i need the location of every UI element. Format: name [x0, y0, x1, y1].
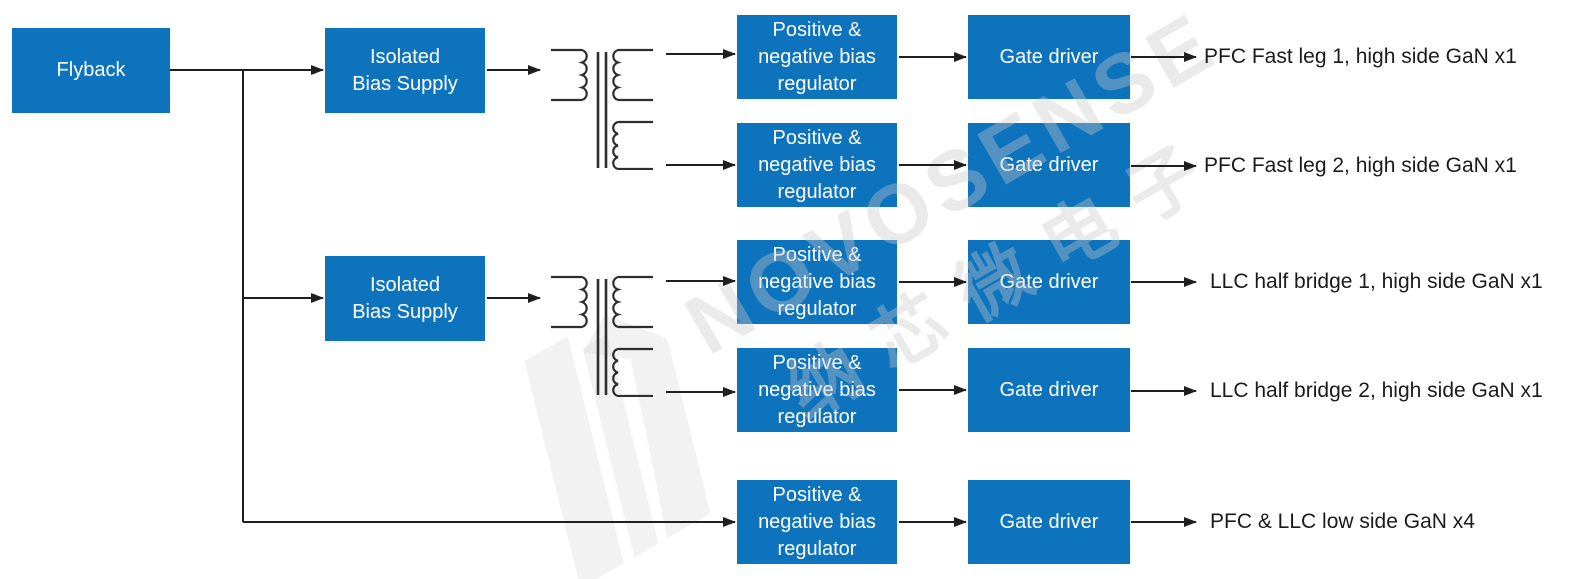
- connector-arrow-flyback-to-ibs1: [170, 69, 323, 71]
- connector-arrow-regulator2-to-gd2: [899, 164, 966, 166]
- bias-regulator-line1: Positive &: [772, 243, 862, 266]
- connector-arrow-gd2-to-output2: [1131, 165, 1196, 167]
- connector-arrow-ibs1-to-transformer1: [487, 69, 540, 71]
- gate-driver-label: Gate driver: [999, 378, 1099, 401]
- connector-arrow-trunk-to-regulator5: [243, 521, 735, 523]
- isolated-bias-supply-line1: Isolated: [369, 273, 441, 296]
- bias-regulator-line1: Positive &: [772, 126, 862, 149]
- gate-driver-block-5: Gate driver: [968, 480, 1130, 564]
- transformer-symbol-2: [551, 275, 653, 397]
- flyback-label: Flyback: [56, 59, 126, 81]
- bias-regulator-line2: negative bias: [758, 153, 876, 176]
- bias-regulator-block-2: Positive & negative bias regulator: [737, 123, 897, 207]
- isolated-bias-supply-line2: Bias Supply: [352, 300, 458, 323]
- output-label-2: PFC Fast leg 2, high side GaN x1: [1204, 154, 1517, 177]
- bias-regulator-block-4: Positive & negative bias regulator: [737, 348, 897, 432]
- gate-driver-block-1: Gate driver: [968, 15, 1130, 99]
- output-label-1: PFC Fast leg 1, high side GaN x1: [1204, 45, 1517, 68]
- output-label-3: LLC half bridge 1, high side GaN x1: [1210, 270, 1543, 293]
- gate-driver-label: Gate driver: [999, 510, 1099, 533]
- flyback-block: Flyback: [12, 28, 170, 113]
- bias-regulator-line2: negative bias: [758, 510, 876, 533]
- connector-arrow-ibs2-to-transformer2: [487, 297, 540, 299]
- connector-arrow-t2a-to-regulator3: [666, 280, 735, 282]
- connector-arrow-regulator5-to-gd5: [899, 521, 966, 523]
- bias-regulator-line2: negative bias: [758, 45, 876, 68]
- gate-driver-block-4: Gate driver: [968, 348, 1130, 432]
- isolated-bias-supply-line1: Isolated: [369, 45, 441, 68]
- connector-arrow-regulator4-to-gd4: [899, 389, 966, 391]
- output-label-5: PFC & LLC low side GaN x4: [1210, 510, 1475, 533]
- transformer-symbol-1: [551, 48, 653, 170]
- connector-arrow-t2b-to-regulator4: [666, 391, 735, 393]
- bias-regulator-block-3: Positive & negative bias regulator: [737, 240, 897, 324]
- bias-regulator-line2: negative bias: [758, 378, 876, 401]
- bias-regulator-line1: Positive &: [772, 351, 862, 374]
- connector-arrow-gd5-to-output5: [1131, 521, 1196, 523]
- connector-arrow-regulator1-to-gd1: [899, 56, 966, 58]
- gate-driver-block-3: Gate driver: [968, 240, 1130, 324]
- bias-regulator-line3: regulator: [777, 180, 857, 203]
- gate-driver-label: Gate driver: [999, 45, 1099, 68]
- bias-regulator-line2: negative bias: [758, 270, 876, 293]
- connector-arrow-trunk-to-ibs2: [243, 297, 323, 299]
- connector-arrow-gd1-to-output1: [1131, 56, 1196, 58]
- connector-arrow-t1a-to-regulator1: [666, 53, 735, 55]
- gate-driver-block-2: Gate driver: [968, 123, 1130, 207]
- output-label-4: LLC half bridge 2, high side GaN x1: [1210, 379, 1543, 402]
- connector-arrow-regulator3-to-gd3: [899, 281, 966, 283]
- gate-driver-label: Gate driver: [999, 153, 1099, 176]
- isolated-bias-supply-block-1: Isolated Bias Supply: [325, 28, 485, 113]
- bias-regulator-block-1: Positive & negative bias regulator: [737, 15, 897, 99]
- bias-regulator-line1: Positive &: [772, 483, 862, 506]
- gate-driver-label: Gate driver: [999, 270, 1099, 293]
- bias-regulator-line3: regulator: [777, 297, 857, 320]
- connector-arrow-gd3-to-output3: [1131, 281, 1196, 283]
- isolated-bias-supply-block-2: Isolated Bias Supply: [325, 256, 485, 341]
- bias-regulator-block-5: Positive & negative bias regulator: [737, 480, 897, 564]
- connector-arrow-t1b-to-regulator2: [666, 164, 735, 166]
- bias-regulator-line1: Positive &: [772, 18, 862, 41]
- bias-regulator-line3: regulator: [777, 72, 857, 95]
- isolated-bias-supply-line2: Bias Supply: [352, 72, 458, 95]
- bias-regulator-line3: regulator: [777, 537, 857, 560]
- bias-regulator-line3: regulator: [777, 405, 857, 428]
- connector-arrow-gd4-to-output4: [1131, 390, 1196, 392]
- trunk-line: [242, 69, 244, 522]
